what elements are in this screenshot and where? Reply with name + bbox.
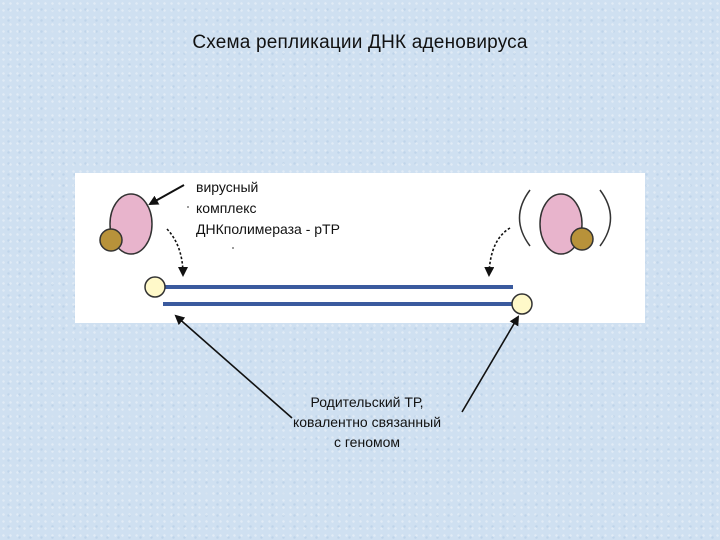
right-precursor-terminal-protein — [571, 228, 593, 250]
left-binding-arrow — [167, 229, 183, 275]
left-precursor-terminal-protein — [100, 229, 122, 251]
left-terminal-protein — [145, 277, 165, 297]
parental-tp-label: Родительский ТР, ковалентно связанный с … — [262, 392, 472, 452]
right-complex-left-bracket — [520, 190, 531, 246]
parental-tp-label-line-3: с геномом — [262, 432, 472, 452]
parental-tp-label-line-2: ковалентно связанный — [262, 412, 472, 432]
right-complex-right-bracket — [600, 190, 611, 246]
viral-complex-label-line-2: комплекс — [196, 198, 340, 219]
stray-dot-2 — [232, 247, 234, 249]
viral-complex-label-line-1: вирусный — [196, 177, 340, 198]
right-terminal-protein — [512, 294, 532, 314]
label-pointer-arrow — [150, 185, 184, 204]
stray-dot — [187, 206, 189, 208]
viral-complex-label-line-3: ДНКполимераза - pTP — [196, 219, 340, 240]
right-binding-arrow — [489, 228, 510, 275]
parental-tp-label-line-1: Родительский ТР, — [262, 392, 472, 412]
viral-complex-label: вирусный комплекс ДНКполимераза - pTP — [196, 177, 340, 240]
